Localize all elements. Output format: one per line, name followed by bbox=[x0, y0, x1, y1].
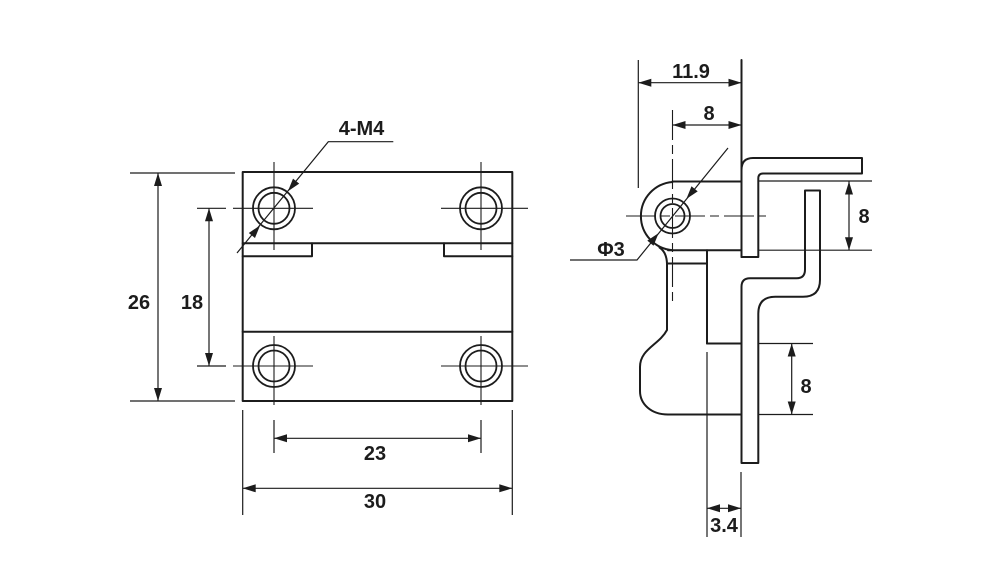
dim-slot-width-label: 3.4 bbox=[710, 515, 739, 537]
dim-lower-step-height: 8 bbox=[758, 342, 813, 416]
side-centerlines bbox=[626, 110, 766, 303]
dim-leaf-height: 8 bbox=[758, 180, 872, 251]
dim-overall-height: 26 bbox=[128, 172, 235, 402]
dim-overall-depth: 11.9 bbox=[637, 60, 742, 188]
front-right-knuckle-tab bbox=[443, 242, 514, 258]
front-centerlines bbox=[233, 162, 528, 405]
dim-overall-width: 30 bbox=[242, 410, 513, 515]
dim-hole-col-spacing: 23 bbox=[273, 420, 482, 465]
front-view: 26 18 23 30 4-M4 bbox=[128, 118, 528, 515]
dim-hole-row-spacing: 18 bbox=[181, 207, 226, 367]
side-view: 11.9 8 8 8 3.4 bbox=[570, 59, 872, 537]
pin-hole-callout: Φ3 bbox=[570, 147, 729, 261]
dim-hole-offset: 8 bbox=[672, 103, 742, 129]
neck-left-profile bbox=[639, 246, 743, 416]
dim-hole-row-spacing-label: 18 bbox=[181, 292, 203, 314]
dim-overall-depth-label: 11.9 bbox=[672, 61, 710, 83]
dim-overall-height-label: 26 bbox=[128, 292, 150, 314]
mounting-leaf bbox=[740, 189, 821, 464]
top-leaf-bent-flange bbox=[740, 157, 863, 258]
dim-hole-offset-label: 8 bbox=[703, 103, 714, 125]
dim-leaf-height-label: 8 bbox=[858, 206, 869, 228]
dim-overall-width-label: 30 bbox=[364, 491, 386, 513]
pin-hole-callout-label: Φ3 bbox=[597, 239, 625, 261]
dim-slot-width: 3.4 bbox=[706, 352, 742, 537]
front-left-knuckle-tab bbox=[241, 242, 313, 258]
thread-callout-label: 4-M4 bbox=[339, 118, 385, 140]
front-plate-outline bbox=[241, 171, 514, 402]
dim-lower-step-height-label: 8 bbox=[800, 376, 811, 398]
neck-step bbox=[667, 249, 708, 345]
dim-hole-col-spacing-label: 23 bbox=[364, 443, 386, 465]
thread-callout: 4-M4 bbox=[236, 118, 394, 254]
screw-holes bbox=[252, 186, 503, 388]
